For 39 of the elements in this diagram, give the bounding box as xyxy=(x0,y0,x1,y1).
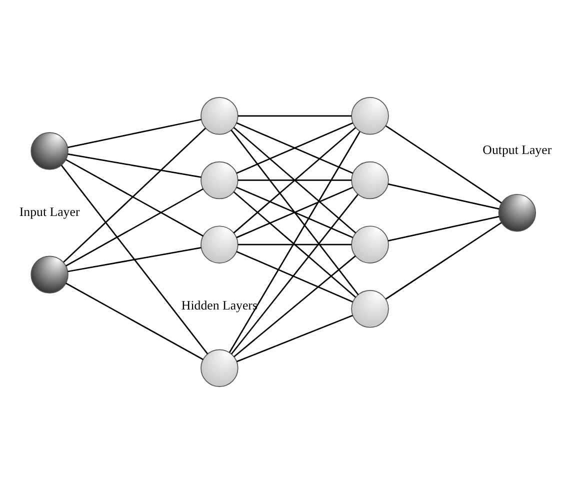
node-circle xyxy=(200,96,238,134)
connector xyxy=(66,188,204,266)
connector xyxy=(233,126,356,233)
connector xyxy=(66,158,204,236)
connector xyxy=(66,282,204,360)
node-circle xyxy=(351,96,389,134)
node-circle xyxy=(498,193,536,232)
connector xyxy=(386,124,502,203)
node-circle xyxy=(200,160,238,199)
connector xyxy=(230,129,359,295)
connector xyxy=(386,222,502,300)
connector xyxy=(230,194,358,354)
node-circle xyxy=(200,225,238,263)
connector xyxy=(238,179,352,180)
connector xyxy=(229,130,360,352)
connector xyxy=(238,243,352,245)
connector xyxy=(63,127,206,262)
node-circle xyxy=(30,132,68,170)
node-circle xyxy=(30,255,68,293)
connector xyxy=(236,122,353,174)
connector xyxy=(236,314,353,362)
connector xyxy=(236,250,353,302)
label: Input Layer xyxy=(19,204,80,218)
node-circle xyxy=(351,290,389,328)
connector xyxy=(236,186,353,238)
label: Output Layer xyxy=(482,142,552,157)
connector xyxy=(68,118,202,148)
connector xyxy=(388,215,500,241)
connector xyxy=(68,152,202,178)
connector xyxy=(233,190,356,298)
node-circle xyxy=(351,225,389,263)
connector xyxy=(388,182,500,210)
connector xyxy=(60,164,208,354)
label: Hidden Layers xyxy=(181,298,258,312)
connector xyxy=(68,246,202,272)
node-circle xyxy=(200,348,238,386)
node-circle xyxy=(351,160,389,199)
connector xyxy=(238,114,352,116)
connector xyxy=(234,254,356,357)
